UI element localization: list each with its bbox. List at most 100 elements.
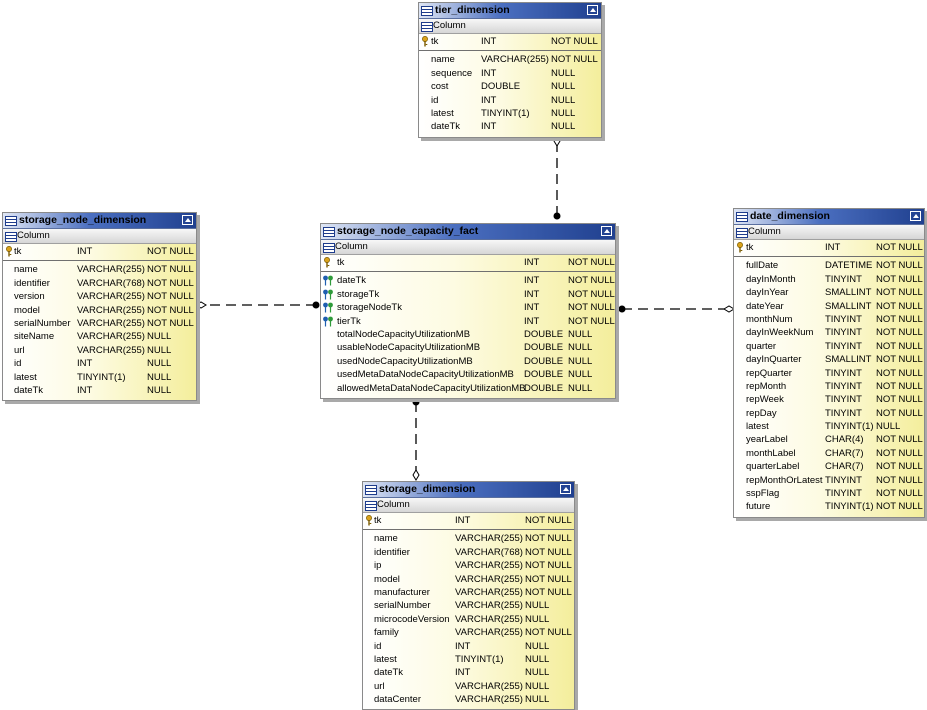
column-nullability: NOT NULL	[147, 264, 194, 276]
column-type: CHAR(7)	[825, 461, 864, 473]
table-title-bar[interactable]: tier_dimension	[419, 3, 601, 19]
columns-icon	[736, 228, 748, 238]
collapse-icon[interactable]	[587, 5, 598, 15]
column-nullability: NOT NULL	[568, 315, 615, 327]
primary-key-icon	[6, 246, 12, 257]
collapse-icon[interactable]	[182, 215, 193, 225]
relationship-fact-to-storage-node[interactable]	[195, 301, 320, 309]
collapse-icon[interactable]	[560, 484, 571, 494]
column-nullability: NULL	[147, 331, 172, 343]
table-name: date_dimension	[750, 210, 830, 222]
column-type: INT	[524, 275, 540, 287]
column-type: VARCHAR(255)	[455, 613, 523, 625]
table-title-bar[interactable]: date_dimension	[734, 209, 924, 225]
relationship-fact-to-date[interactable]	[618, 305, 735, 313]
column-name: storageTk	[337, 288, 380, 300]
column-name: dayInMonth	[746, 273, 796, 285]
collapse-icon[interactable]	[601, 226, 612, 236]
column-nullability: NULL	[876, 421, 901, 433]
relationship-fact-to-storage[interactable]	[412, 398, 420, 481]
column-type: TINYINT	[825, 394, 862, 406]
table-row[interactable]: allowedMetaDataNodeCapacityUtilizationMB…	[321, 382, 615, 395]
table-title-bar[interactable]: storage_dimension	[363, 482, 574, 498]
table-title-bar[interactable]: storage_node_dimension	[3, 213, 196, 229]
relationship-fact-to-tier[interactable]	[553, 135, 561, 220]
collapse-icon[interactable]	[910, 211, 921, 221]
column-type: TINYINT(1)	[825, 421, 874, 433]
column-name: latest	[374, 653, 397, 665]
column-header-label: Column	[433, 20, 466, 31]
column-name: repDay	[746, 407, 777, 419]
table-title-bar[interactable]: storage_node_capacity_fact	[321, 224, 615, 240]
column-nullability: NULL	[525, 613, 550, 625]
